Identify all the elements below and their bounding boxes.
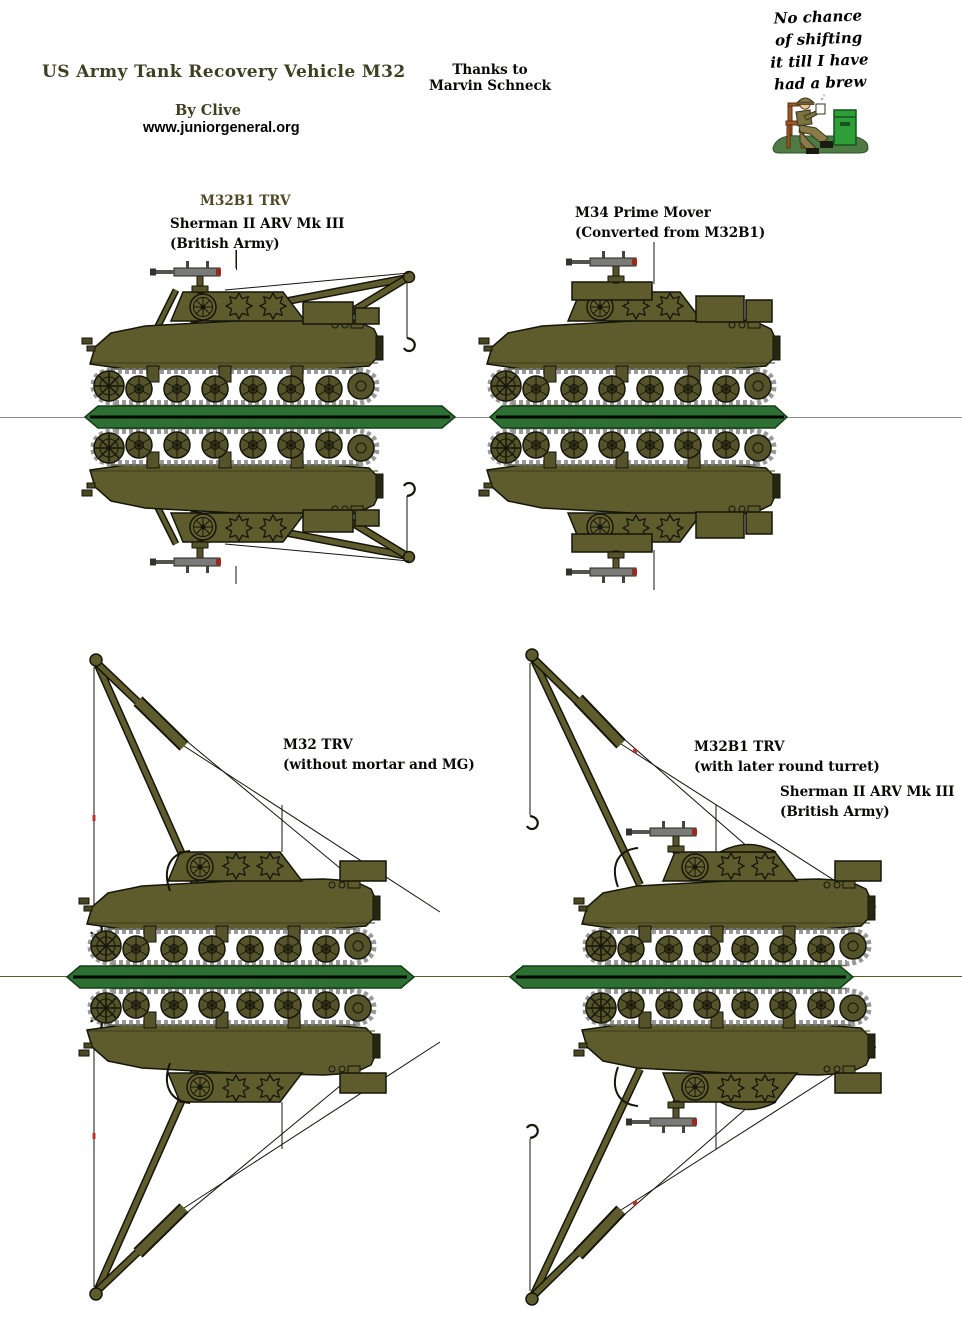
boom-pulley (525, 648, 539, 662)
tea-quote: No chance of shifting it till I have had… (764, 4, 873, 96)
tank-illustration-m32b1-round-turret (508, 648, 962, 1308)
round-turret-dome (719, 843, 777, 853)
boom-bracket (165, 850, 191, 892)
thanks-note: Thanks to Marvin Schneck (415, 62, 565, 94)
byline-text: By Clive (175, 102, 241, 119)
tea-break-soldier-illustration (772, 94, 869, 154)
label-line: M34 Prime Mover (575, 205, 711, 221)
label-tank4-subname: Sherman II ARV Mk III (British Army) (780, 783, 954, 822)
label-tank1-name: Sherman II ARV Mk III (British Army) (170, 215, 344, 254)
label-line: Sherman II ARV Mk III (780, 784, 955, 800)
machine-gun (149, 260, 222, 294)
mirrored-reflection (79, 989, 440, 1301)
mirrored-reflection (526, 989, 881, 1306)
label-tank4-name: M32B1 TRV (with later round turret) (694, 738, 880, 777)
boom-pulley (89, 653, 103, 667)
label-line: (without mortar and MG) (283, 756, 475, 773)
soldier-figure (795, 94, 833, 154)
boom-bracket (613, 847, 639, 888)
label-line: (British Army) (780, 803, 890, 820)
fold-line-top (0, 417, 962, 418)
mirrored-reflection (479, 429, 780, 591)
label-pointer-line (236, 250, 237, 270)
label-line: (Converted from M32B1) (575, 224, 766, 241)
tank-illustration-m32b1-trv (40, 250, 457, 590)
tank-art (79, 653, 441, 966)
crane-cable (224, 272, 410, 291)
crane-hook-icon (525, 814, 539, 831)
cable-marker (92, 815, 96, 821)
label-line: M32B1 TRV (694, 739, 785, 755)
crane-hook-icon (402, 336, 416, 353)
base-strip-line (516, 975, 846, 979)
tank-art (525, 648, 882, 966)
label-line: (British Army) (170, 235, 280, 252)
boom-pulley (402, 270, 416, 284)
tank-art (479, 242, 780, 406)
label-line: (with later round turret) (694, 758, 880, 775)
base-strip-line (90, 415, 450, 419)
base-strip-line (496, 415, 784, 419)
base-strip-line (73, 975, 407, 979)
crane-cable (183, 745, 441, 913)
label-tank1-type: M32B1 TRV (200, 193, 291, 209)
cable-marker (633, 749, 637, 753)
fold-line-bottom (0, 976, 962, 977)
tank-art (82, 250, 416, 406)
mirrored-reflection (82, 429, 415, 585)
label-tank3-name: M32 TRV (without mortar and MG) (283, 736, 475, 775)
thanks-line-1: Thanks to (452, 62, 528, 78)
tank-illustration-m34-prime-mover (470, 242, 789, 591)
thanks-line-2: Marvin Schneck (428, 77, 552, 94)
tank-illustration-m32-trv (65, 653, 470, 1308)
tea-crate (833, 109, 857, 146)
page-title: US Army Tank Recovery Vehicle M32 (42, 62, 406, 82)
machine-gun (565, 250, 638, 284)
website-text: www.juniorgeneral.org (143, 120, 300, 136)
label-line: Sherman II ARV Mk III (170, 216, 345, 232)
label-tank2-name: M34 Prime Mover (Converted from M32B1) (575, 204, 765, 243)
label-line: M32 TRV (283, 737, 353, 753)
